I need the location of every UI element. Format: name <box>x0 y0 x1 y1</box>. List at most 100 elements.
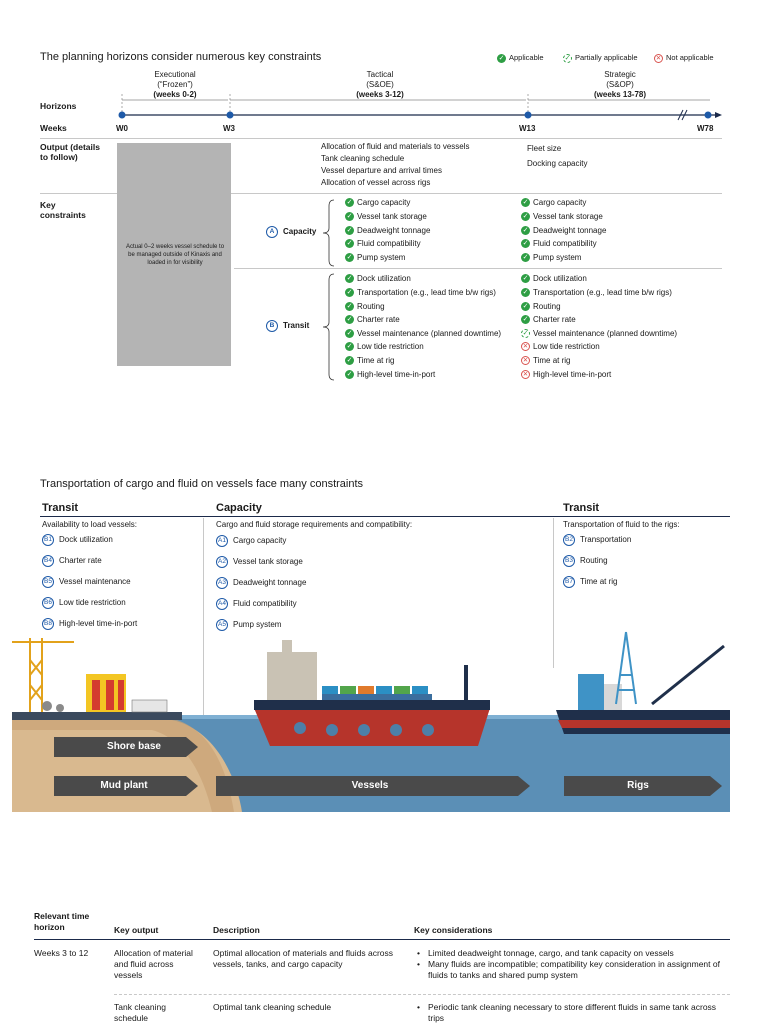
table-row-divider <box>114 994 730 995</box>
horizon-executional: Executional (“Frozen”) (weeks 0-2) <box>153 70 197 99</box>
check-icon: ✓ <box>345 329 354 339</box>
capacity-brace <box>322 199 335 267</box>
check-icon: ✓ <box>521 239 530 249</box>
col-transit-rigs-sub: Transportation of fluid to the rigs: <box>563 520 680 529</box>
col-capacity-head: Capacity <box>216 502 262 514</box>
code-badge-icon: A4 <box>216 598 228 610</box>
check-icon: ✓ <box>521 288 530 298</box>
check-icon: ✓ <box>345 288 354 298</box>
vessels-label: Vessels <box>351 780 389 791</box>
check-icon: ✓ <box>345 302 354 312</box>
code-badge-icon: A1 <box>216 535 228 547</box>
rigs-label: Rigs <box>627 780 649 791</box>
horizons-label: Horizons <box>40 101 77 111</box>
table-header-considerations: Key considerations <box>414 925 493 935</box>
quay <box>12 712 182 720</box>
week-dot-w3 <box>226 111 234 119</box>
check-icon: ✓ <box>345 315 354 325</box>
week-w78: W78 <box>697 124 714 133</box>
letter-a-icon: A <box>266 226 278 238</box>
divider <box>234 268 722 269</box>
col-capacity-sub: Cargo and fluid storage requirements and… <box>216 520 413 529</box>
braces <box>322 199 335 381</box>
row-description: Optimal tank cleaning schedule <box>213 1002 332 1012</box>
check-icon: ✓ <box>345 370 354 380</box>
cross-icon: ✕ <box>521 342 530 352</box>
strategic-outputs: Fleet size Docking capacity <box>527 141 587 171</box>
row-consideration: •Periodic tank cleaning necessary to sto… <box>417 1002 717 1023</box>
cross-icon: ✕ <box>654 53 663 63</box>
week-dot-w0 <box>118 111 126 119</box>
legend-applicable: ✓Applicable <box>497 53 544 63</box>
check-icon: ✓ <box>345 239 354 249</box>
check-icon: ✓ <box>345 342 354 352</box>
week-dot-w78 <box>704 111 712 119</box>
column-divider <box>203 518 204 718</box>
shore-base-arrow <box>54 737 198 757</box>
col-transit-sub: Availability to load vessels: <box>42 520 138 529</box>
mud-plant-label: Mud plant <box>100 780 148 791</box>
strategic-output: Docking capacity <box>527 159 588 168</box>
partial-check-icon: ✓ <box>563 53 572 63</box>
divider <box>40 516 730 517</box>
vessels-arrow <box>216 776 530 796</box>
check-icon: ✓ <box>497 53 506 63</box>
tactical-output: Allocation of vessel across rigs <box>321 178 431 187</box>
check-icon: ✓ <box>521 226 530 236</box>
col-transit-rigs-head: Transit <box>563 502 600 514</box>
code-badge-icon: A3 <box>216 577 228 589</box>
horizon-tactical: Tactical (S&OE) (weeks 3-12) <box>356 70 404 99</box>
mud-plant-arrow <box>54 776 198 796</box>
mud-plant-icon <box>42 674 168 713</box>
shore-base-label: Shore base <box>107 741 161 752</box>
tactical-output: Allocation of fluid and materials to ves… <box>321 142 470 151</box>
col-transit-head: Transit <box>42 502 79 514</box>
code-badge-icon: B5 <box>42 576 54 588</box>
vessel-icon <box>254 640 490 746</box>
rigs-arrow <box>564 776 722 796</box>
table-header-horizon: Relevant time horizon <box>34 911 90 932</box>
frozen-period-box <box>117 143 231 366</box>
code-badge-icon: B1 <box>42 534 54 546</box>
code-badge-icon: B4 <box>42 555 54 567</box>
check-icon: ✓ <box>521 212 530 222</box>
letter-b-icon: B <box>266 320 278 332</box>
tactical-output: Vessel departure and arrival times <box>321 166 442 175</box>
horizon-arrows <box>121 94 710 114</box>
partial-check-icon: ✓ <box>521 329 530 339</box>
check-icon: ✓ <box>345 253 354 263</box>
crane-icon <box>12 638 74 712</box>
divider <box>40 193 722 194</box>
divider <box>40 138 722 139</box>
row-output: Tank cleaning schedule <box>114 1002 166 1023</box>
output-label: Output (details to follow) <box>40 142 100 162</box>
table-row: Tank cleaning schedule Optimal tank clea… <box>0 1000 768 1024</box>
check-icon: ✓ <box>345 274 354 284</box>
timeline-arrowhead <box>715 112 722 118</box>
check-icon: ✓ <box>521 253 530 263</box>
column-divider <box>553 518 554 668</box>
tactical-output: Tank cleaning schedule <box>321 154 405 163</box>
logistics-illustration <box>12 631 730 812</box>
row-description: Optimal allocation of materials and flui… <box>213 948 393 969</box>
check-icon: ✓ <box>521 274 530 284</box>
row-horizon: Weeks 3 to 12 <box>34 948 89 958</box>
table-header-output: Key output <box>114 925 159 935</box>
week-w3: W3 <box>223 124 235 133</box>
cross-icon: ✕ <box>521 370 530 380</box>
horizon-strategic: Strategic (S&OP) (weeks 13-78) <box>593 70 647 99</box>
rig-icon <box>556 631 730 734</box>
timeline <box>118 94 722 121</box>
check-icon: ✓ <box>345 212 354 222</box>
week-w13: W13 <box>519 124 536 133</box>
